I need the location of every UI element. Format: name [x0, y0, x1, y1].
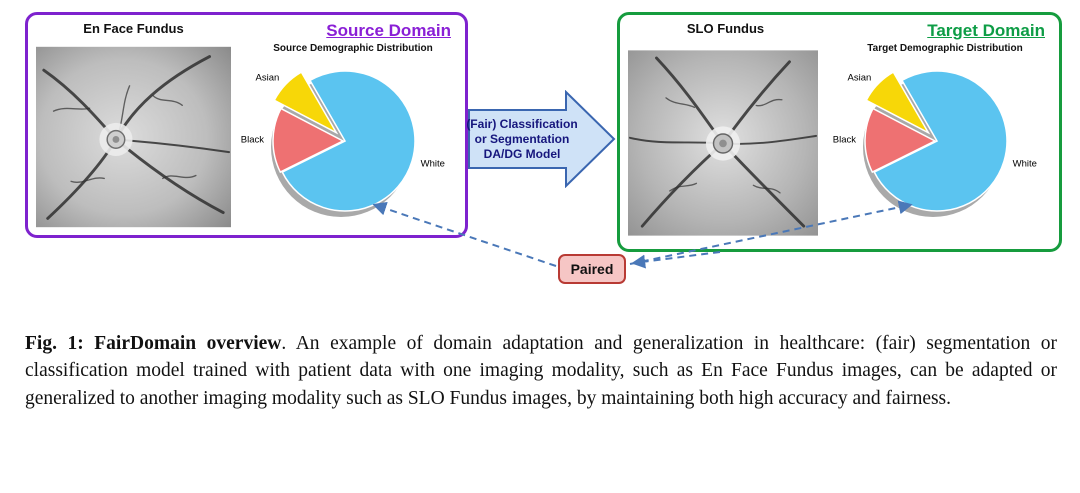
- target-domain-box: SLO Fundus Target Domain: [617, 12, 1062, 252]
- slo-fundus-image: [628, 43, 818, 243]
- en-face-fundus-illustration: [36, 46, 231, 228]
- slo-fundus-illustration: [628, 50, 818, 236]
- model-arrow-line3: DA/DG Model: [483, 146, 561, 161]
- caption-text: . An example of domain adaptation and ge…: [25, 333, 1057, 409]
- paired-badge: Paired: [558, 254, 626, 284]
- paired-label: Paired: [570, 261, 614, 277]
- target-to-paired-arrow: [631, 251, 721, 269]
- source-pie-title: Source Demographic Distribution: [273, 43, 433, 54]
- source-domain-title: Source Domain: [326, 21, 451, 40]
- svg-text:Black: Black: [241, 135, 264, 146]
- svg-text:Black: Black: [833, 135, 856, 146]
- svg-text:White: White: [421, 158, 445, 169]
- en-face-fundus-label: En Face Fundus: [83, 21, 184, 36]
- en-face-fundus-image: [36, 43, 231, 231]
- model-arrow-line2: or Segmentation: [474, 131, 570, 146]
- source-pie: White Black Asian: [241, 70, 445, 217]
- right-arrow-icon: [468, 89, 616, 189]
- figure-caption: Fig. 1: FairDomain overview. An example …: [25, 330, 1057, 412]
- source-pie-chart: Source Demographic Distribution White Bla…: [240, 43, 466, 234]
- model-arrow-text: (Fair) Classification or Segmentation DA…: [464, 110, 580, 168]
- slo-fundus-label: SLO Fundus: [686, 21, 765, 36]
- target-pie-title: Target Demographic Distribution: [867, 43, 1023, 54]
- target-pie-chart: Target Demographic Distribution White Bla…: [832, 43, 1058, 234]
- model-arrow: (Fair) Classification or Segmentation DA…: [466, 89, 616, 189]
- caption-bold: Fig. 1: FairDomain overview: [25, 333, 282, 354]
- target-domain-title: Target Domain: [927, 21, 1045, 40]
- model-arrow-line1: (Fair) Classification: [466, 116, 578, 131]
- svg-text:Asian: Asian: [256, 73, 280, 84]
- source-domain-box: En Face Fundus Source Domain: [25, 12, 468, 238]
- target-pie: White Black Asian: [833, 70, 1037, 217]
- svg-text:White: White: [1013, 158, 1037, 169]
- svg-text:Asian: Asian: [848, 73, 872, 84]
- fairdomain-figure: En Face Fundus Source Domain: [25, 12, 1062, 284]
